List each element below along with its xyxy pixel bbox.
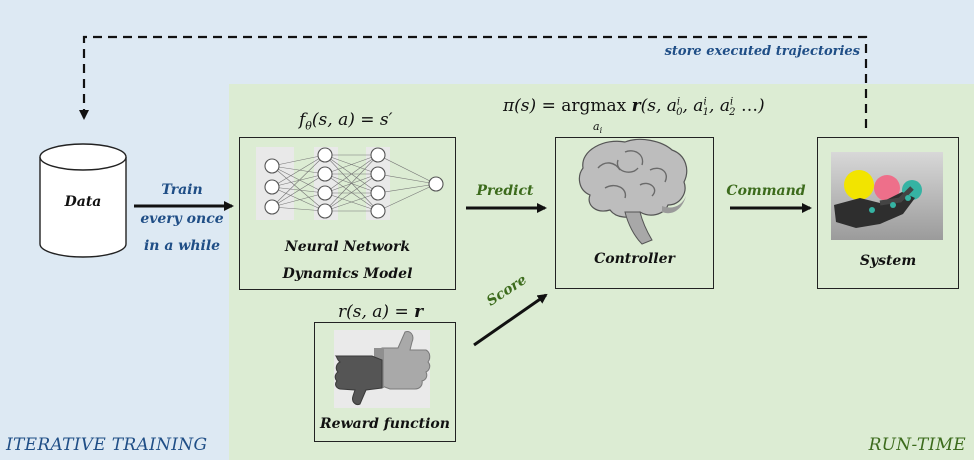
train-label-2: every once <box>140 211 224 227</box>
reward-formula: r(s, a) = r <box>338 302 424 322</box>
data-label: Data <box>64 194 102 210</box>
train-label: Train <box>161 182 203 198</box>
reward-function-box <box>314 322 456 442</box>
nn-label-2: Dynamics Model <box>282 266 413 282</box>
feedback-dashed-arrow <box>79 35 868 128</box>
runtime-label: RUN-TIME <box>868 435 966 455</box>
command-label: Command <box>726 183 806 199</box>
score-arrow <box>473 293 548 347</box>
dynamics-model-box <box>239 137 456 290</box>
nn-label-1: Neural Network <box>284 239 411 255</box>
controller-box <box>555 137 714 289</box>
dynamics-formula: fθ(s, a) = s′ <box>299 110 393 133</box>
reward-label: Reward function <box>320 416 450 432</box>
train-label-3: in a while <box>143 238 221 254</box>
iterative-training-label: ITERATIVE TRAINING <box>6 435 208 455</box>
controller-label: Controller <box>594 251 675 267</box>
policy-subscript: ai <box>593 120 603 136</box>
predict-label: Predict <box>476 183 534 199</box>
system-label: System <box>859 253 917 269</box>
policy-formula: π(s) = argmax r(s, ai0, ai1, ai2 …) <box>503 96 765 119</box>
system-box <box>817 137 959 289</box>
database-icon <box>39 143 127 258</box>
store-label: store executed trajectories <box>664 44 860 59</box>
